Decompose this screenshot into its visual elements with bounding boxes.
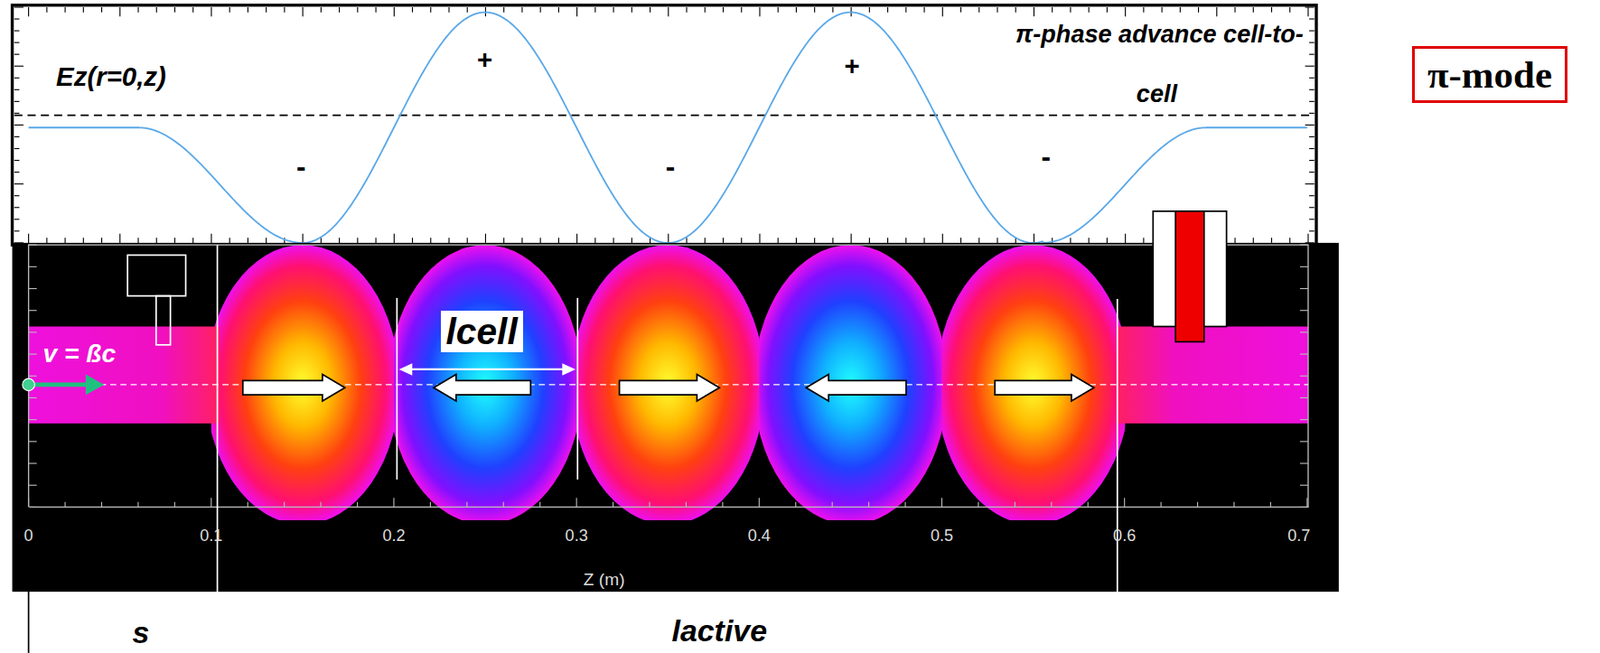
plot-label: +: [844, 51, 861, 83]
plot-ticks: [14, 7, 1315, 244]
pickup-probe: [127, 254, 186, 296]
plot-label: lactive: [672, 613, 768, 649]
plot-label: -: [296, 149, 307, 183]
plot-label: -: [1040, 140, 1051, 173]
field-curve: [28, 12, 1308, 244]
plot-label: +: [477, 44, 493, 75]
tick-label: 0.3: [565, 526, 589, 546]
tick-label: 0.4: [748, 526, 771, 546]
tick-label: 0.1: [199, 526, 223, 546]
marker-line: [216, 244, 219, 602]
marker-line: [1116, 299, 1119, 602]
velocity-arrow: [30, 383, 91, 388]
tick-label: 0.7: [1287, 526, 1310, 546]
plot-label: s: [131, 615, 150, 651]
mode-box: π-mode: [1412, 46, 1568, 103]
plot-label: Ez(r=0,z): [56, 61, 167, 93]
axis-frame: [28, 244, 1309, 507]
beam-pipe: [28, 327, 220, 424]
pickup-probe: [156, 296, 171, 346]
tick-label: 0: [24, 526, 34, 546]
axis-ticks: [28, 244, 1309, 507]
coupler-antenna: [1175, 211, 1205, 343]
tick-label: 0.2: [382, 526, 405, 546]
plot-label: π-phase advance cell-to-cell: [994, 5, 1321, 124]
velocity-arrowhead: [85, 374, 104, 396]
plot-label: -: [665, 149, 676, 183]
particle: [22, 378, 36, 392]
tick-label: 0.5: [930, 526, 954, 546]
dimension-label-box: lcell: [440, 310, 524, 354]
field-arrows: [243, 374, 1095, 402]
dimension-line: [402, 368, 573, 371]
marker-line: [576, 298, 579, 480]
dimension-arrowheads: [399, 363, 576, 376]
plot-frame: [12, 5, 1317, 245]
tick-label: 0.6: [1113, 526, 1136, 546]
marker-line: [396, 298, 399, 480]
beam-pipe: [1116, 327, 1309, 424]
axis-title: Z (m): [583, 569, 626, 590]
cavity-panel: [12, 243, 1339, 592]
plot-label: v = ßc: [42, 338, 116, 368]
node-text: lcell: [446, 310, 518, 354]
node-text: π-mode: [1427, 52, 1553, 97]
zero-line: [14, 114, 1315, 117]
